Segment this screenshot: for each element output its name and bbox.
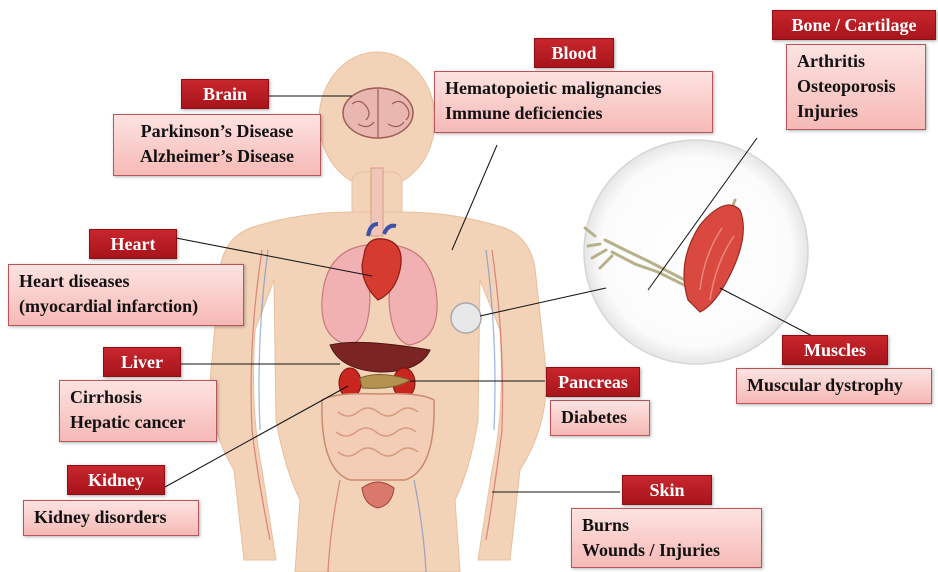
brain-box: Parkinson’s Disease Alzheimer’s Disease [113,114,321,176]
brain-line-2: Alzheimer’s Disease [124,144,310,169]
heart-header: Heart [89,229,177,259]
heart-line-2: (myocardial infarction) [19,294,233,319]
pancreas-box: Diabetes [550,400,650,436]
skin-box: Burns Wounds / Injuries [571,508,762,568]
arm-magnified-view [584,140,808,364]
skin-header: Skin [622,475,712,505]
skin-line-1: Burns [582,513,751,538]
bone-line-3: Injuries [797,99,915,124]
blood-line-1: Hematopoietic malignancies [445,76,702,101]
heart-line-1: Heart diseases [19,269,233,294]
bone-cartilage-header: Bone / Cartilage [772,10,936,40]
bone-line-1: Arthritis [797,49,915,74]
liver-box: Cirrhosis Hepatic cancer [59,380,217,442]
heart-box: Heart diseases (myocardial infarction) [8,264,244,326]
intestines-organ [322,394,434,480]
brain-organ [343,88,413,138]
liver-line-2: Hepatic cancer [70,410,206,435]
brain-line-1: Parkinson’s Disease [124,119,310,144]
muscles-header: Muscles [782,335,888,365]
bone-line-2: Osteoporosis [797,74,915,99]
blood-box: Hematopoietic malignancies Immune defici… [434,71,713,133]
pancreas-header: Pancreas [546,367,640,397]
brain-header: Brain [181,79,269,109]
blood-header: Blood [534,38,614,68]
liver-line-1: Cirrhosis [70,385,206,410]
skin-line-2: Wounds / Injuries [582,538,751,563]
pancreas-line-1: Diabetes [561,405,639,430]
bone-cartilage-box: Arthritis Osteoporosis Injuries [786,44,926,130]
kidney-line-1: Kidney disorders [34,505,188,530]
kidney-header: Kidney [67,465,165,495]
muscles-box: Muscular dystrophy [736,368,932,404]
blood-line-2: Immune deficiencies [445,101,702,126]
muscles-line-1: Muscular dystrophy [747,373,921,398]
kidney-box: Kidney disorders [23,500,199,536]
magnify-source-circle [451,303,481,333]
liver-header: Liver [103,347,181,377]
